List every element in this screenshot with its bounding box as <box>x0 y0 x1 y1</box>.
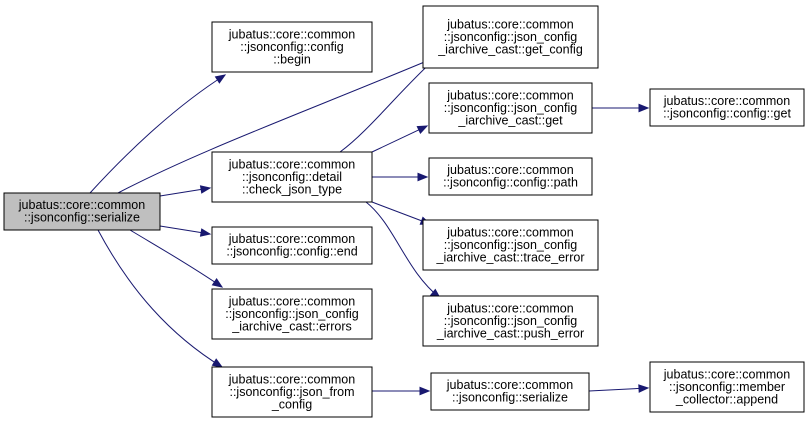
node-label-line: ::jsonconfig::config <box>240 40 344 54</box>
arrow-head-icon <box>638 103 650 113</box>
node-label-line: _iarchive_cast::push_error <box>436 326 584 340</box>
arrow-head-icon <box>419 386 431 396</box>
edge-serialize_root-to-errors <box>129 229 224 288</box>
node-box[interactable] <box>649 361 805 413</box>
node-label-line: ::begin <box>273 52 311 66</box>
edge-line <box>371 125 428 153</box>
node-push-error[interactable]: jubatus::core::common::jsonconfig::json_… <box>422 295 599 347</box>
node-trace-error[interactable]: jubatus::core::common::jsonconfig::json_… <box>422 219 599 271</box>
edge-line <box>129 229 223 288</box>
node-label-line: ::jsonconfig::json_from <box>229 385 354 399</box>
nodes-layer: jubatus::core::common::jsonconfig::seria… <box>3 5 805 418</box>
node-label-line: jubatus::core::common <box>446 378 573 392</box>
node-box[interactable] <box>211 151 373 203</box>
node-label-line: _iarchive_cast::get <box>457 113 563 127</box>
edge-serialize_root-to-check_json_type <box>159 185 212 197</box>
node-box[interactable] <box>211 226 373 265</box>
edge-line <box>89 74 226 194</box>
node-serialize-2[interactable]: jubatus::core::common::jsonconfig::seria… <box>430 372 590 411</box>
node-label-line: jubatus::core::common <box>663 367 790 381</box>
node-label-line: jubatus::core::common <box>228 232 355 246</box>
node-label-line: jubatus::core::common <box>446 17 573 31</box>
node-label-line: jubatus::core::common <box>446 225 573 239</box>
edge-json_from_config-to-serialize_2 <box>372 386 431 396</box>
node-box[interactable] <box>649 88 805 127</box>
edge-line <box>97 229 223 368</box>
arrow-head-icon <box>211 278 224 288</box>
node-label-line: _config <box>271 397 312 411</box>
node-label-line: ::jsonconfig::json_config <box>444 101 577 115</box>
node-cast-get[interactable]: jubatus::core::common::jsonconfig::json_… <box>428 82 593 134</box>
arrow-head-icon <box>199 185 212 194</box>
node-label-line: jubatus::core::common <box>663 94 790 108</box>
node-box[interactable] <box>422 219 599 271</box>
arrow-head-icon <box>638 384 650 393</box>
node-label-line: jubatus::core::common <box>228 294 355 308</box>
edge-cast_get-to-config_get <box>592 103 650 113</box>
node-box[interactable] <box>428 82 593 134</box>
node-label-line: jubatus::core::common <box>18 198 145 212</box>
node-errors[interactable]: jubatus::core::common::jsonconfig::json_… <box>211 288 373 340</box>
edge-check_json_type-to-cast_get <box>371 125 429 153</box>
node-label-line: jubatus::core::common <box>446 163 573 177</box>
node-label-line: ::jsonconfig::member <box>669 380 785 394</box>
edge-serialize_root-to-json_from_config <box>97 229 224 368</box>
node-box[interactable] <box>430 372 590 411</box>
node-config-path[interactable]: jubatus::core::common::jsonconfig::confi… <box>428 157 593 196</box>
node-label-line: ::jsonconfig::detail <box>242 170 342 184</box>
node-label-line: ::jsonconfig::config::get <box>663 107 791 121</box>
node-label-line: jubatus::core::common <box>228 157 355 171</box>
node-label-line: _iarchive_cast::get_config <box>437 42 583 56</box>
node-label-line: ::jsonconfig::json_config <box>444 30 577 44</box>
arrow-head-icon <box>199 228 212 237</box>
node-label-line: ::jsonconfig::config::end <box>226 245 357 259</box>
node-label-line: jubatus::core::common <box>446 88 573 102</box>
edge-line <box>588 387 649 392</box>
node-label-line: _iarchive_cast::errors <box>231 319 352 333</box>
node-label-line: ::jsonconfig::json_config <box>444 314 577 328</box>
edge-line <box>371 201 431 225</box>
node-label-line: _collector::append <box>675 392 778 406</box>
arrow-head-icon <box>417 172 429 182</box>
node-box[interactable] <box>3 192 161 231</box>
node-label-line: ::jsonconfig::json_config <box>225 307 358 321</box>
node-box[interactable] <box>428 157 593 196</box>
edge-serialize_root-to-config_end <box>159 225 212 237</box>
edge-line <box>365 201 441 299</box>
node-label-line: _iarchive_cast::trace_error <box>436 250 585 264</box>
node-config-begin[interactable]: jubatus::core::common::jsonconfig::confi… <box>211 21 373 73</box>
arrow-head-icon <box>211 358 224 368</box>
node-member-append[interactable]: jubatus::core::common::jsonconfig::membe… <box>649 361 805 413</box>
node-box[interactable] <box>211 21 373 73</box>
edge-serialize_root-to-config_begin <box>89 74 227 194</box>
node-json-from-config[interactable]: jubatus::core::common::jsonconfig::json_… <box>211 366 373 418</box>
node-box[interactable] <box>422 5 599 69</box>
node-get-config[interactable]: jubatus::core::common::jsonconfig::json_… <box>422 5 599 69</box>
node-label-line: jubatus::core::common <box>446 301 573 315</box>
edge-check_json_type-to-config_path <box>372 172 429 182</box>
node-label-line: ::jsonconfig::serialize <box>452 391 568 405</box>
node-serialize-root[interactable]: jubatus::core::common::jsonconfig::seria… <box>3 192 161 231</box>
edge-line <box>117 57 435 194</box>
node-check-json-type[interactable]: jubatus::core::common::jsonconfig::detai… <box>211 151 373 203</box>
node-label-line: ::jsonconfig::json_config <box>444 238 577 252</box>
node-box[interactable] <box>211 366 373 418</box>
edge-check_json_type-to-trace_error <box>371 201 432 225</box>
edge-serialize_2-to-member_append <box>588 384 650 393</box>
node-label-line: jubatus::core::common <box>228 372 355 386</box>
node-config-end[interactable]: jubatus::core::common::jsonconfig::confi… <box>211 226 373 265</box>
node-label-line: ::jsonconfig::config::path <box>443 176 578 190</box>
node-label-line: ::jsonconfig::serialize <box>24 211 140 225</box>
arrow-head-icon <box>416 125 429 134</box>
node-config-get[interactable]: jubatus::core::common::jsonconfig::confi… <box>649 88 805 127</box>
arrow-head-icon <box>214 74 227 84</box>
node-box[interactable] <box>211 288 373 340</box>
node-label-line: jubatus::core::common <box>228 27 355 41</box>
node-label-line: ::check_json_type <box>242 182 342 196</box>
node-box[interactable] <box>422 295 599 347</box>
